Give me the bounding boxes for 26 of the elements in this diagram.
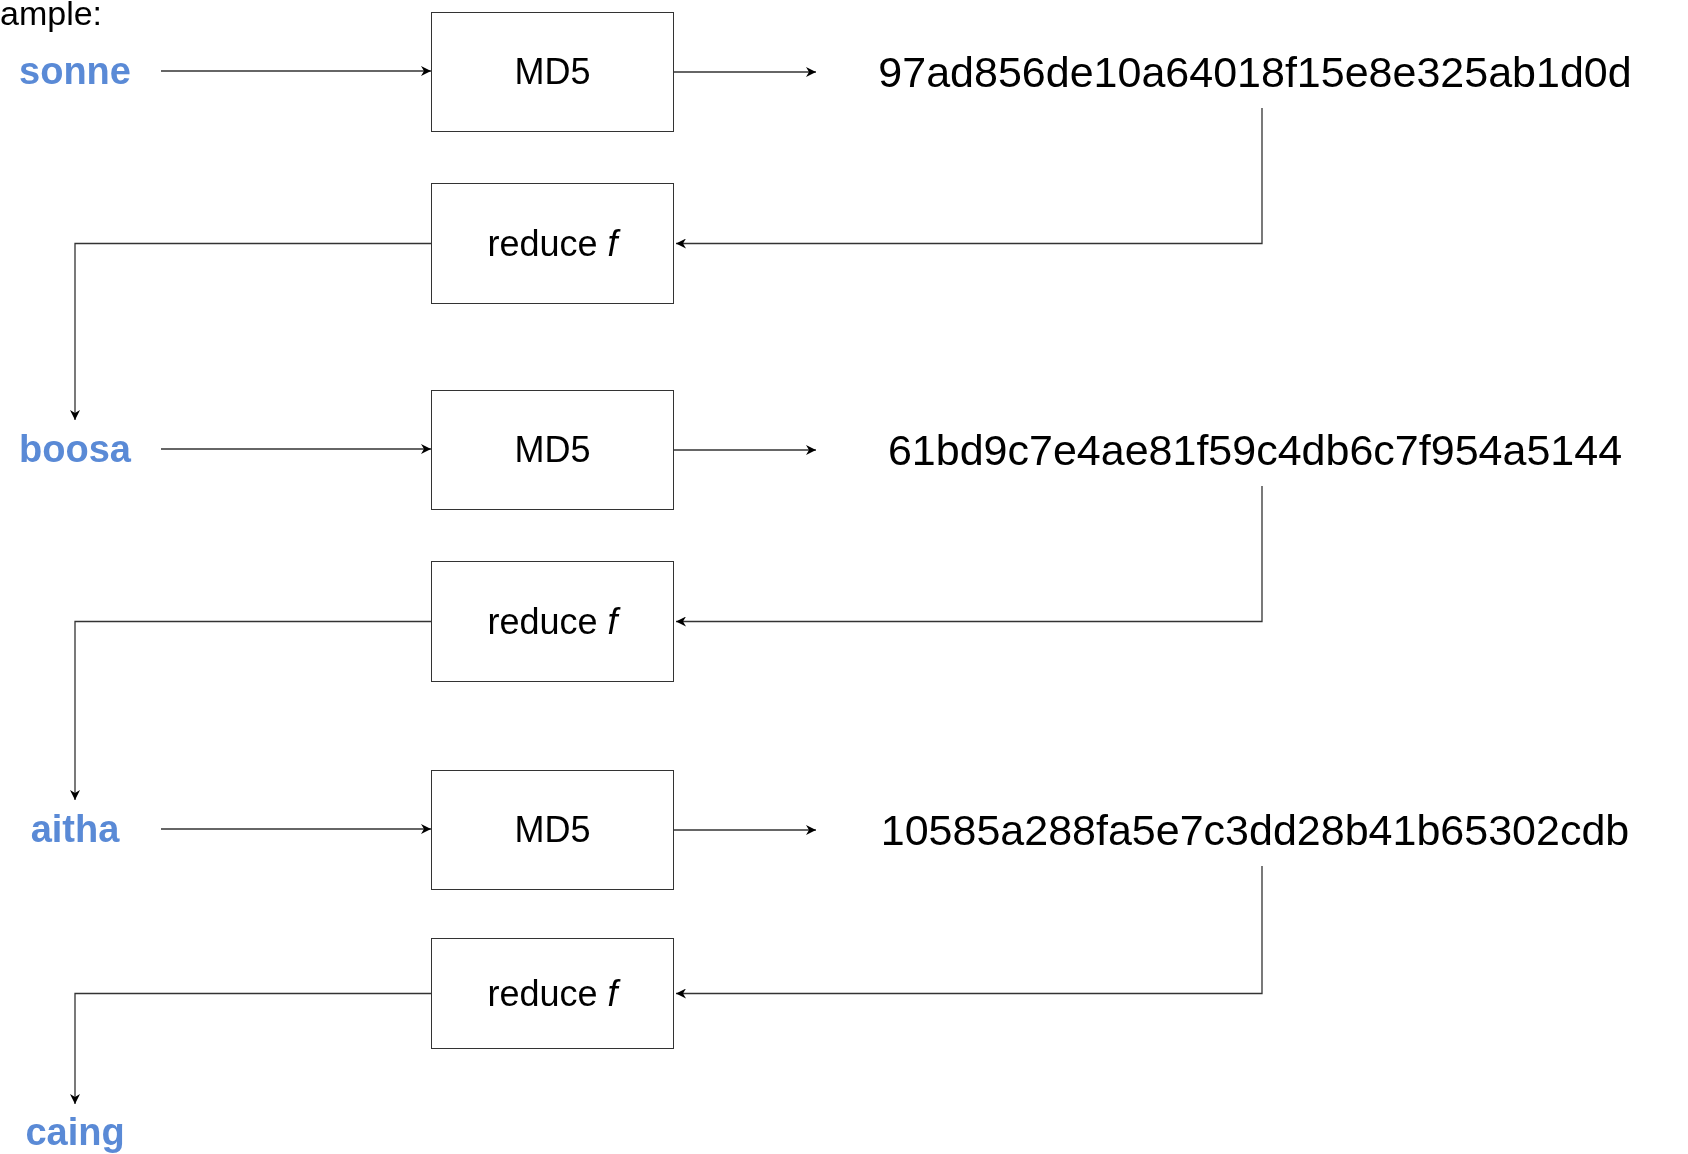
hash-text: 97ad856de10a64018f15e8e325ab1d0d xyxy=(878,47,1632,97)
arrow xyxy=(673,825,817,835)
hash-text: 61bd9c7e4ae81f59c4db6c7f954a5144 xyxy=(887,425,1623,475)
process-box: reduce f xyxy=(431,561,674,682)
heading-text: ample: xyxy=(0,0,103,30)
arrow xyxy=(70,992,432,1105)
arrow xyxy=(160,66,432,76)
process-box: MD5 xyxy=(431,12,674,132)
arrow xyxy=(70,620,432,801)
arrow xyxy=(70,242,432,421)
word-text: sonne xyxy=(19,49,131,93)
process-box: reduce f xyxy=(431,183,674,304)
arrow xyxy=(675,485,1263,627)
process-box: reduce f xyxy=(431,938,674,1049)
process-box: MD5 xyxy=(431,770,674,890)
arrow xyxy=(673,67,817,77)
arrow xyxy=(675,865,1263,999)
word-text: aitha xyxy=(30,807,120,851)
arrow xyxy=(160,824,432,834)
word-text: caing xyxy=(25,1110,125,1154)
hash-text: 10585a288fa5e7c3dd28b41b65302cdb xyxy=(880,805,1630,855)
arrow xyxy=(673,445,817,455)
word-text: boosa xyxy=(19,427,131,471)
arrow xyxy=(160,444,432,454)
process-box: MD5 xyxy=(431,390,674,510)
arrow xyxy=(675,107,1263,249)
